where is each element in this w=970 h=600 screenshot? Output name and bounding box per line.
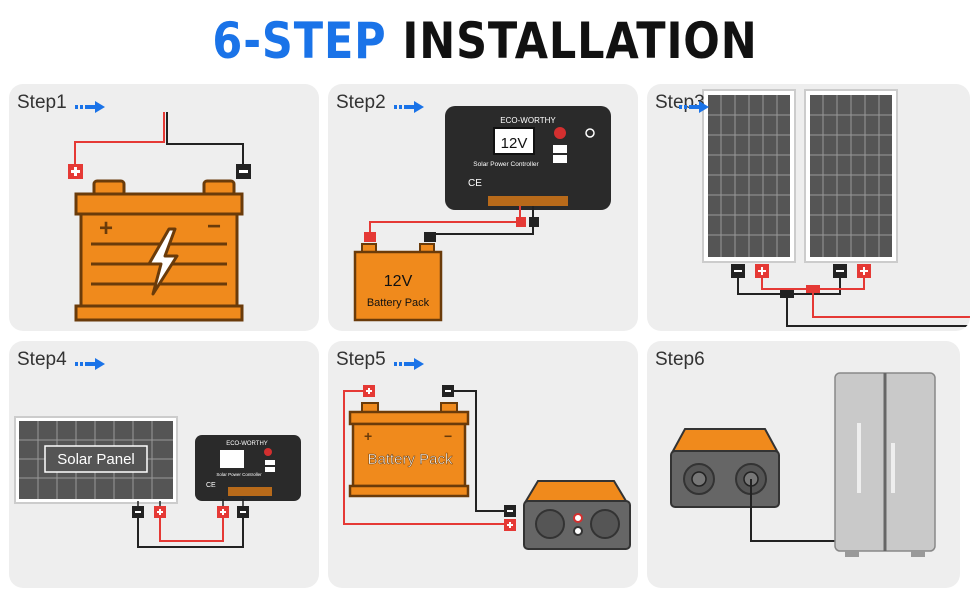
step4-panel: Solar Panel CE ECO-WORTHY Solar Power Co… bbox=[9, 341, 319, 588]
step2-illustration: CE ECO-WORTHY 12V Solar Power Controller… bbox=[353, 106, 611, 322]
step2-controller-text: Solar Power Controller bbox=[473, 161, 539, 168]
arrow-right-icon bbox=[393, 354, 424, 370]
step3-panel: Step3 bbox=[647, 84, 970, 331]
ce-mark-icon: CE bbox=[468, 178, 482, 189]
battery-icon: + − bbox=[74, 179, 244, 322]
lightning-icon bbox=[147, 227, 179, 296]
step3-illustration bbox=[702, 89, 970, 327]
step4-label: Step4 bbox=[17, 349, 105, 371]
step4-controller-brand: ECO-WORTHY bbox=[226, 441, 268, 447]
refrigerator bbox=[834, 372, 936, 557]
step1-panel: + − Step1 bbox=[9, 84, 319, 331]
ce-mark-icon: CE bbox=[206, 482, 216, 489]
svg-text:+: + bbox=[99, 215, 113, 242]
step2-battery-voltage: 12V bbox=[384, 273, 413, 290]
power-icon bbox=[585, 128, 595, 138]
step5-panel: + − Battery Pack Step5 bbox=[328, 341, 638, 588]
charge-controller: CE bbox=[195, 435, 301, 501]
step2-controller-voltage: 12V bbox=[501, 135, 528, 152]
step6-label: Step6 bbox=[655, 349, 705, 370]
svg-text:+: + bbox=[364, 428, 372, 444]
svg-text:−: − bbox=[207, 213, 221, 240]
step2-battery-text: Battery Pack bbox=[367, 297, 430, 309]
arrow-right-icon bbox=[74, 354, 105, 370]
battery-icon bbox=[353, 243, 443, 322]
step2-panel: CE ECO-WORTHY 12V Solar Power Controller… bbox=[328, 84, 638, 331]
plus-icon bbox=[364, 232, 376, 242]
arrow-right-icon bbox=[678, 97, 709, 113]
solar-panel bbox=[14, 416, 178, 504]
minus-icon bbox=[424, 232, 436, 242]
step2-label: Step2 bbox=[336, 92, 424, 114]
step4-panel-text: Solar Panel bbox=[57, 451, 135, 468]
step5-label: Step5 bbox=[336, 349, 424, 371]
step3-label: Step3 bbox=[655, 92, 709, 114]
power-inverter bbox=[670, 428, 780, 508]
svg-text:−: − bbox=[444, 428, 452, 444]
title-part-2: INSTALLATION bbox=[402, 12, 758, 70]
step6-panel: Step6 bbox=[647, 341, 960, 588]
title-part-1: 6-STEP bbox=[212, 12, 387, 70]
arrow-right-icon bbox=[74, 97, 105, 113]
step1-label: Step1 bbox=[17, 92, 105, 114]
step1-illustration: + − bbox=[68, 112, 251, 322]
arrow-right-icon bbox=[393, 97, 424, 113]
solar-panel-right bbox=[804, 89, 898, 263]
battery-icon: + − bbox=[348, 402, 470, 498]
step5-illustration: + − Battery Pack bbox=[343, 385, 631, 550]
step4-controller-text: Solar Power Controller bbox=[216, 472, 262, 477]
page-title: 6-STEP INSTALLATION bbox=[68, 8, 902, 74]
charge-controller: CE bbox=[445, 106, 611, 210]
solar-panel-left bbox=[702, 89, 796, 263]
plus-icon bbox=[68, 164, 83, 179]
power-inverter bbox=[523, 480, 631, 550]
step5-battery-text: Battery Pack bbox=[367, 451, 453, 468]
minus-icon bbox=[236, 164, 251, 179]
step4-illustration: Solar Panel CE ECO-WORTHY Solar Power Co… bbox=[14, 416, 301, 548]
step6-illustration bbox=[670, 372, 936, 557]
step2-controller-brand: ECO-WORTHY bbox=[500, 116, 556, 125]
